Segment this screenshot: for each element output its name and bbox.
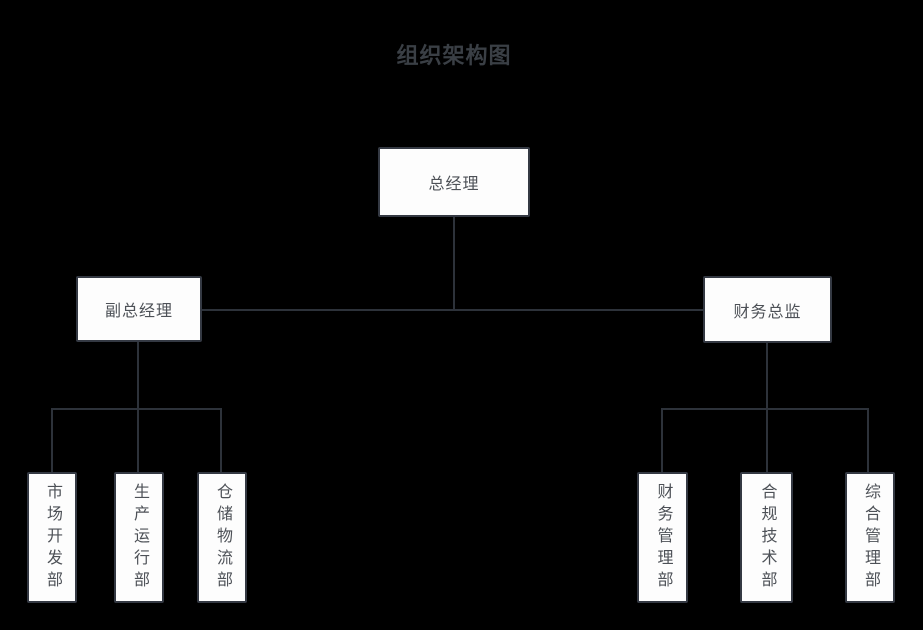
connector-drop-market-dev [51, 408, 53, 473]
node-production-ops[interactable]: 生产运行部 [114, 472, 164, 603]
node-deputy-gm-label: 副总经理 [104, 303, 173, 320]
node-compliance-tech-label: 合规技术部 [758, 482, 776, 593]
connector-ceo-to-level2 [453, 216, 455, 310]
connector-drop-general-mgmt [867, 408, 869, 473]
node-ceo-label: 总经理 [428, 176, 480, 193]
node-compliance-tech[interactable]: 合规技术部 [740, 472, 793, 603]
connector-right-group-horizontal [661, 408, 869, 410]
connector-drop-compliance-tech [766, 408, 768, 473]
node-warehouse-logistics-label: 仓储物流部 [214, 482, 231, 593]
connector-finance-director-down [766, 342, 768, 409]
chart-title: 组织架构图 [396, 43, 512, 68]
node-deputy-gm[interactable]: 副总经理 [76, 276, 202, 342]
node-market-dev[interactable]: 市场开发部 [27, 472, 77, 603]
connector-drop-production-ops [137, 408, 139, 473]
node-finance-mgmt-label: 财务管理部 [654, 482, 672, 593]
node-warehouse-logistics[interactable]: 仓储物流部 [197, 472, 247, 603]
connector-level2-horizontal [202, 309, 703, 311]
node-ceo[interactable]: 总经理 [378, 147, 530, 217]
connector-deputy-down [137, 341, 139, 409]
node-market-dev-label: 市场开发部 [44, 482, 61, 593]
node-general-mgmt-label: 综合管理部 [862, 482, 879, 593]
connector-drop-finance-mgmt [661, 408, 663, 473]
connector-left-group-horizontal [51, 408, 222, 410]
node-finance-director[interactable]: 财务总监 [703, 276, 832, 343]
node-production-ops-label: 生产运行部 [131, 482, 148, 593]
connector-drop-warehouse-logistics [220, 408, 222, 473]
node-general-mgmt[interactable]: 综合管理部 [845, 472, 895, 603]
node-finance-director-label: 财务总监 [733, 303, 802, 321]
node-finance-mgmt[interactable]: 财务管理部 [637, 472, 688, 603]
